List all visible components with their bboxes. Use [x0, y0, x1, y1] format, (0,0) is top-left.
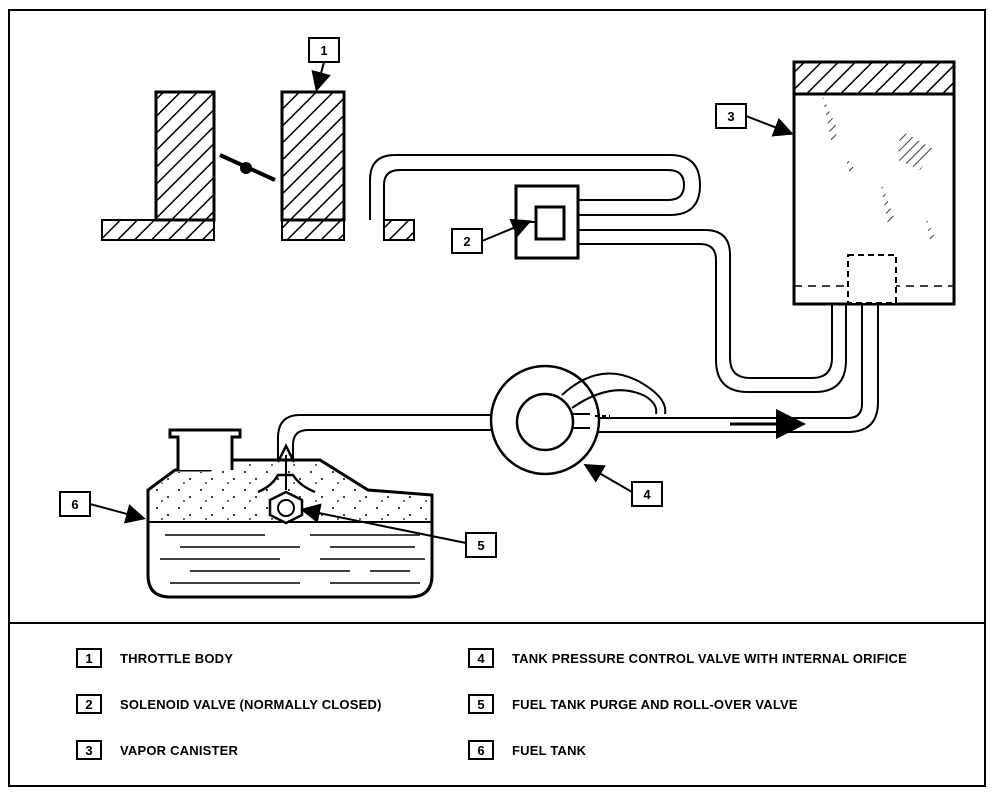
legend-label: THROTTLE BODY	[120, 650, 234, 666]
callout-3-label: 3	[727, 109, 734, 124]
callout-6-label: 6	[71, 497, 78, 512]
callout-3: 3	[715, 103, 794, 137]
outer-frame	[8, 9, 986, 787]
legend-item-fuel-tank: 6 FUEL TANK	[468, 738, 586, 762]
callout-6: 6	[59, 491, 146, 524]
legend-number: 6	[468, 740, 494, 760]
callout-4-label: 4	[643, 487, 651, 502]
legend-label: FUEL TANK	[512, 742, 587, 758]
callout-5: 5	[300, 503, 497, 558]
legend-number: 4	[468, 648, 494, 668]
vapor-line	[590, 305, 879, 439]
legend-label: FUEL TANK PURGE AND ROLL-OVER VALVE	[512, 696, 798, 712]
legend-label: TANK PRESSURE CONTROL VALVE WITH INTERNA…	[512, 650, 907, 666]
purge-hose-1	[369, 154, 702, 220]
legend-item-roll-over-valve: 5 FUEL TANK PURGE AND ROLL-OVER VALVE	[468, 692, 798, 716]
legend-number: 5	[468, 694, 494, 714]
legend-number: 1	[76, 648, 102, 668]
legend-item-solenoid-valve: 2 SOLENOID VALVE (NORMALLY CLOSED)	[76, 692, 382, 716]
legend-label: SOLENOID VALVE (NORMALLY CLOSED)	[120, 696, 382, 712]
callout-1: 1	[308, 37, 340, 92]
callout-2: 2	[451, 218, 532, 254]
legend-number: 3	[76, 740, 102, 760]
callout-1-label: 1	[320, 43, 327, 58]
callout-4: 4	[583, 463, 663, 507]
roll-over-valve	[257, 443, 316, 525]
legend-item-vapor-canister: 3 VAPOR CANISTER	[76, 738, 238, 762]
legend-item-throttle-body: 1 THROTTLE BODY	[76, 646, 233, 670]
tank-vent-hose	[277, 414, 492, 460]
callout-5-label: 5	[477, 538, 484, 553]
vapor-canister	[792, 60, 956, 306]
legend: 1 THROTTLE BODY 2 SOLENOID VALVE (NORMAL…	[10, 626, 984, 786]
purge-hose-2	[578, 229, 847, 393]
solenoid-valve	[514, 184, 580, 260]
callout-2-label: 2	[463, 234, 470, 249]
legend-item-tank-pressure-control-valve: 4 TANK PRESSURE CONTROL VALVE WITH INTER…	[468, 646, 907, 670]
tank-pressure-control-valve	[489, 364, 667, 476]
legend-label: VAPOR CANISTER	[120, 742, 239, 758]
throttle-body	[101, 90, 415, 241]
legend-number: 2	[76, 694, 102, 714]
fuel-tank	[146, 428, 434, 599]
